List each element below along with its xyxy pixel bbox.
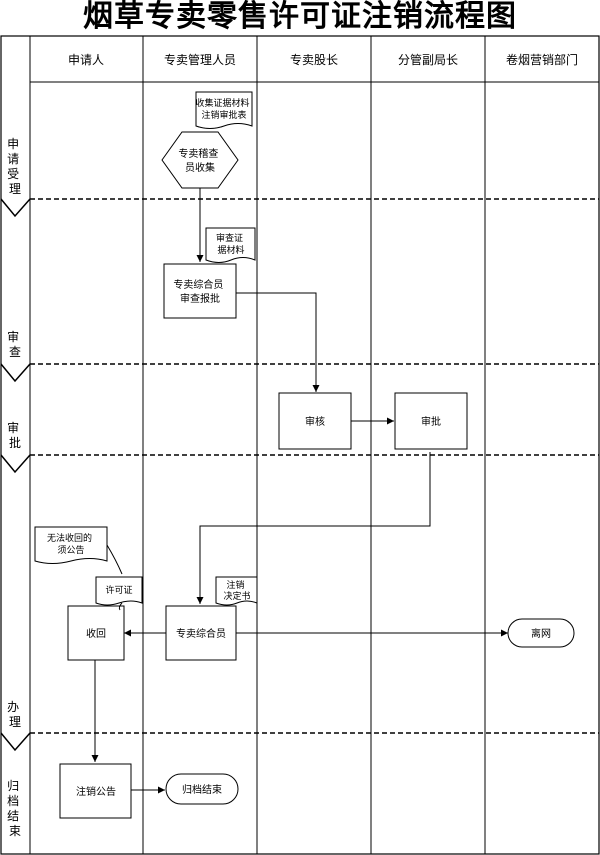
node-review-submit-label: 专卖综合员 审查报批 bbox=[173, 278, 226, 305]
node-approve bbox=[394, 392, 468, 450]
stage-label-handle: 办 理 bbox=[7, 699, 23, 729]
node-leave-net bbox=[507, 618, 575, 648]
stage-notch bbox=[0, 454, 31, 474]
stage-label-review: 审 查 bbox=[7, 329, 23, 359]
node-archive-label: 归档结束 bbox=[182, 783, 222, 796]
doc-review-materials bbox=[205, 227, 256, 263]
node-recover bbox=[67, 605, 125, 661]
stage-notch bbox=[0, 363, 31, 383]
stage-label-accept: 申 请 受 理 bbox=[7, 137, 23, 196]
license-callout-curve bbox=[118, 602, 123, 611]
node-audit-label: 审核 bbox=[305, 415, 325, 428]
node-audit bbox=[278, 392, 352, 450]
doc-review-materials-label: 审查证 据材料 bbox=[216, 232, 246, 256]
lane-header-applicant: 申请人 bbox=[68, 53, 104, 67]
node-collect-label: 专卖稽查 员收集 bbox=[178, 147, 221, 174]
stage-label-approve: 审 批 bbox=[7, 420, 23, 450]
node-leave-net-label: 离网 bbox=[531, 627, 551, 640]
stage-notch bbox=[0, 198, 31, 218]
node-archive bbox=[165, 773, 239, 805]
diagram-frame bbox=[0, 35, 600, 855]
doc-decision-label: 注销 决定书 bbox=[223, 579, 250, 602]
stage-notch bbox=[0, 732, 31, 752]
node-clerk bbox=[165, 605, 237, 661]
node-notice bbox=[59, 763, 132, 819]
flow-arrow bbox=[236, 292, 320, 392]
notice-callout-curve bbox=[106, 544, 123, 575]
node-recover-label: 收回 bbox=[86, 627, 106, 640]
doc-materials-form bbox=[195, 91, 253, 129]
node-notice-label: 注销公告 bbox=[76, 785, 116, 798]
doc-decision bbox=[215, 576, 258, 606]
doc-unrecoverable-notice-label: 无法收回的 须公告 bbox=[47, 532, 95, 556]
doc-license bbox=[95, 576, 143, 606]
flow-arrow bbox=[196, 452, 431, 604]
doc-materials-form-label: 收集证据材料 注销审批表 bbox=[196, 97, 253, 121]
node-review-submit bbox=[163, 263, 237, 319]
lane-header-monopoly-staff: 专卖管理人员 bbox=[164, 52, 236, 67]
lane-header-marketing-dept: 卷烟营销部门 bbox=[506, 52, 578, 67]
lane-header-deputy-director: 分管副局长 bbox=[398, 52, 458, 67]
node-approve-label: 审批 bbox=[421, 415, 441, 428]
doc-unrecoverable-notice bbox=[34, 526, 108, 564]
page-title: 烟草专卖零售许可证注销流程图 bbox=[83, 0, 517, 34]
node-stakeholder-collect bbox=[161, 131, 239, 189]
lane-header-section-chief: 专卖股长 bbox=[290, 52, 338, 67]
node-clerk-label: 专卖综合员 bbox=[176, 627, 226, 640]
doc-license-label: 许可证 bbox=[105, 584, 132, 596]
stage-label-archive: 归 档 结 束 bbox=[7, 779, 23, 838]
